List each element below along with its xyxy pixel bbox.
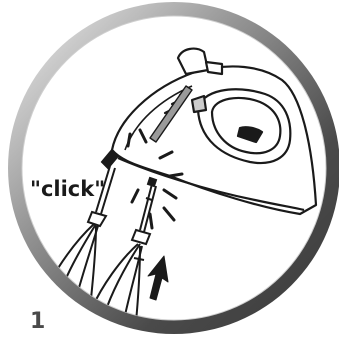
step-number: 1: [30, 309, 45, 334]
click-sound-label: "click": [30, 177, 105, 201]
